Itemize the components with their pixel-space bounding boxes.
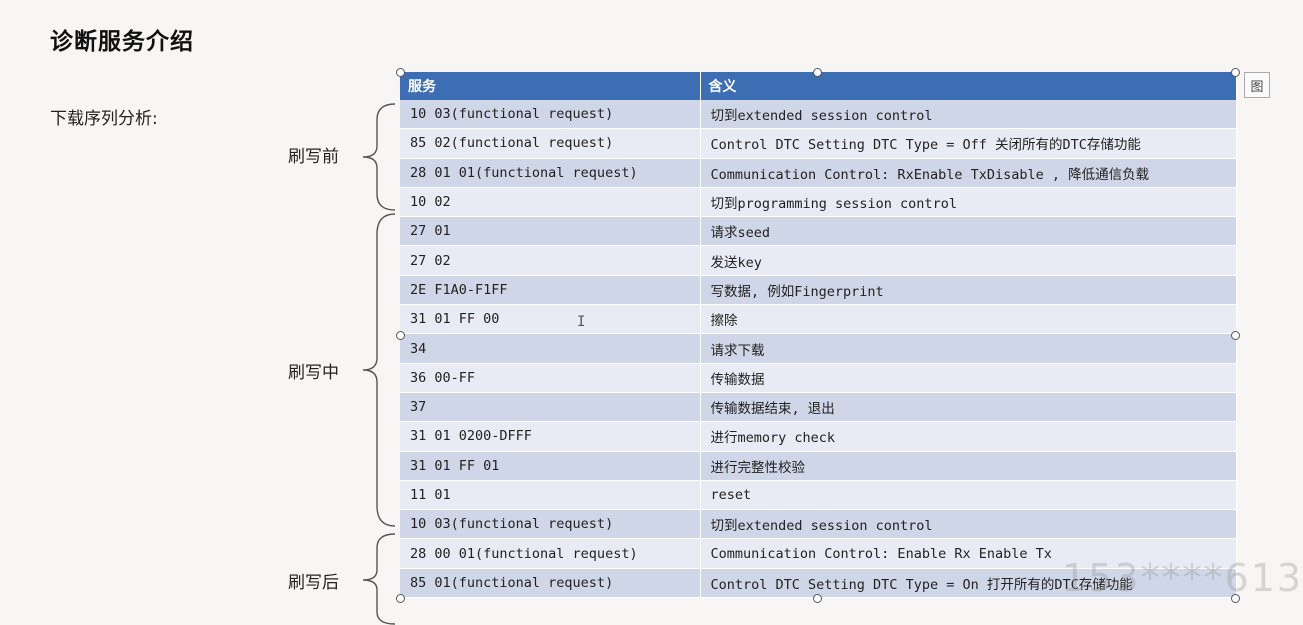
selection-handle-bottom-right[interactable]	[1231, 594, 1240, 603]
cell-meaning[interactable]: 切到extended session control	[700, 100, 1237, 130]
service-table: 服务 含义 10 03(functional request)切到extende…	[400, 72, 1237, 599]
service-table-frame[interactable]: 服务 含义 10 03(functional request)切到extende…	[400, 72, 1237, 599]
brace-before-icon	[362, 103, 396, 211]
slide-canvas: 诊断服务介绍 下载序列分析: 刷写前 刷写中 刷写后 服务 含义 10 03(f…	[50, 29, 1301, 625]
cell-service[interactable]: 31 01 FF 01	[400, 451, 701, 481]
cell-meaning[interactable]: 发送key	[700, 245, 1237, 276]
selection-handle-top-middle[interactable]	[813, 68, 822, 77]
slide-title: 诊断服务介绍	[50, 29, 194, 55]
cell-service[interactable]: 31 01 FF 00	[400, 304, 701, 335]
cell-meaning[interactable]: Control DTC Setting DTC Type = On 打开所有的D…	[700, 568, 1237, 599]
group-label-after: 刷写后	[288, 573, 339, 593]
cell-service[interactable]: 10 03(functional request)	[400, 509, 701, 540]
table-row: 85 02(functional request)Control DTC Set…	[400, 128, 1237, 159]
selection-handle-bottom-middle[interactable]	[813, 594, 822, 603]
cell-service[interactable]: 85 01(functional request)	[400, 568, 701, 599]
selection-handle-top-right[interactable]	[1231, 68, 1240, 77]
table-row: 28 01 01(functional request)Communicatio…	[400, 158, 1237, 188]
table-row: 28 00 01(functional request)Communicatio…	[400, 538, 1237, 569]
cell-meaning[interactable]: 传输数据	[700, 363, 1237, 393]
cell-meaning[interactable]: 请求下载	[700, 333, 1237, 364]
cell-meaning[interactable]: 擦除	[700, 304, 1237, 335]
cell-service[interactable]: 10 02	[400, 187, 701, 218]
cell-service[interactable]: 27 01	[400, 216, 701, 247]
cell-meaning[interactable]: 进行memory check	[700, 421, 1237, 452]
cell-service[interactable]: 28 00 01(functional request)	[400, 538, 701, 569]
column-header-meaning: 含义	[700, 72, 1237, 100]
cell-service[interactable]: 10 03(functional request)	[400, 100, 701, 130]
text-cursor-icon: I	[577, 314, 586, 330]
selection-handle-bottom-left[interactable]	[396, 594, 405, 603]
group-label-before: 刷写前	[288, 147, 339, 167]
layout-options-button[interactable]: 图	[1244, 72, 1270, 98]
cell-service[interactable]: 27 02	[400, 245, 701, 276]
table-row: 10 03(functional request)切到extended sess…	[400, 509, 1237, 540]
selection-handle-middle-right[interactable]	[1231, 331, 1240, 340]
cell-service[interactable]: 11 01	[400, 480, 701, 511]
table-header-row: 服务 含义	[400, 72, 1237, 100]
table-row: 10 03(functional request)切到extended sess…	[400, 100, 1237, 130]
cell-meaning[interactable]: 传输数据结束, 退出	[700, 392, 1237, 423]
cell-meaning[interactable]: 请求seed	[700, 216, 1237, 247]
cell-service[interactable]: 28 01 01(functional request)	[400, 158, 701, 188]
brace-during-icon	[362, 213, 396, 527]
cell-meaning[interactable]: 进行完整性校验	[700, 451, 1237, 481]
cell-meaning[interactable]: 切到programming session control	[700, 187, 1237, 218]
slide-subtitle: 下载序列分析:	[50, 109, 158, 129]
selection-handle-top-left[interactable]	[396, 68, 405, 77]
cell-service[interactable]: 85 02(functional request)	[400, 128, 701, 159]
cell-service[interactable]: 31 01 0200-DFFF	[400, 421, 701, 452]
cell-meaning[interactable]: Communication Control: RxEnable TxDisabl…	[700, 158, 1237, 188]
cell-meaning[interactable]: 写数据, 例如Fingerprint	[700, 275, 1237, 306]
cell-service[interactable]: 37	[400, 392, 701, 423]
selection-handle-middle-left[interactable]	[396, 331, 405, 340]
cell-meaning[interactable]: 切到extended session control	[700, 509, 1237, 540]
group-label-during: 刷写中	[288, 363, 339, 383]
column-header-service: 服务	[400, 72, 701, 100]
watermark: 153****613	[1062, 556, 1303, 600]
brace-after-icon	[362, 533, 396, 625]
cell-service[interactable]: 34	[400, 333, 701, 364]
cell-service[interactable]: 2E F1A0-F1FF	[400, 275, 701, 306]
cell-meaning[interactable]: reset	[700, 480, 1237, 511]
cell-meaning[interactable]: Communication Control: Enable Rx Enable …	[700, 538, 1237, 569]
table-row: 85 01(functional request)Control DTC Set…	[400, 568, 1237, 599]
cell-service[interactable]: 36 00-FF	[400, 363, 701, 393]
cell-meaning[interactable]: Control DTC Setting DTC Type = Off 关闭所有的…	[700, 128, 1237, 159]
